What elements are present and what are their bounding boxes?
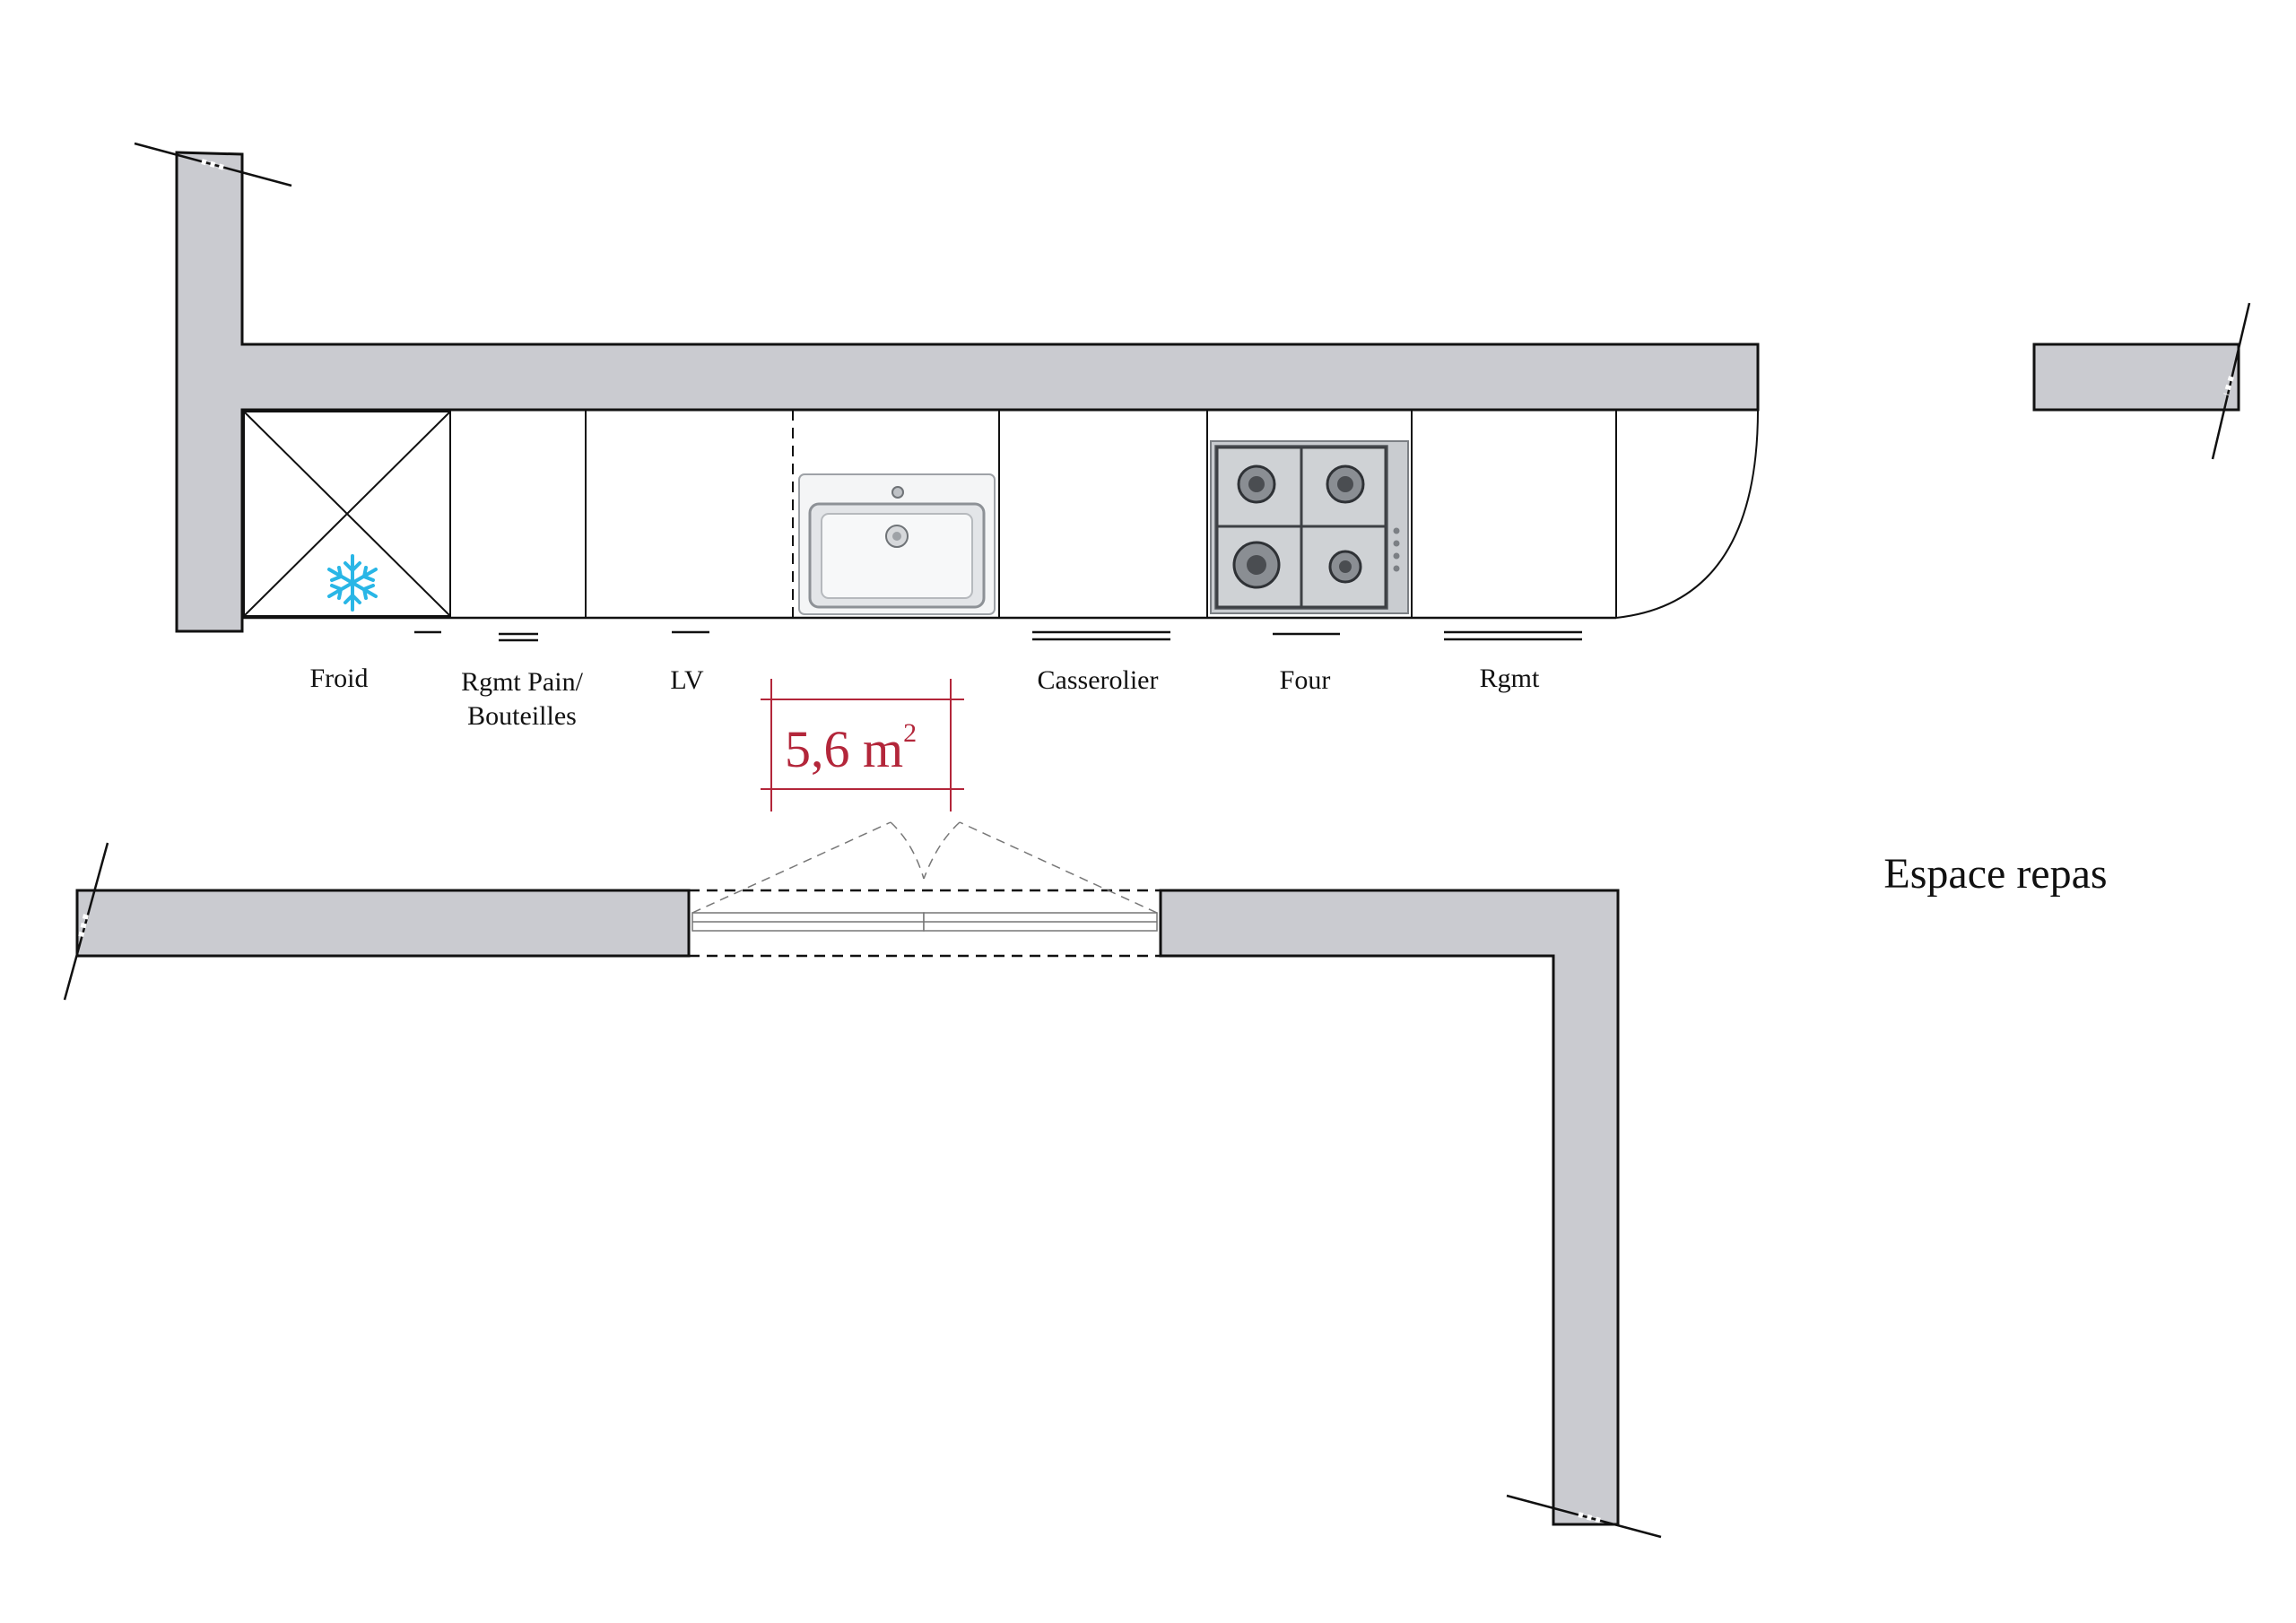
fridge-box (243, 411, 451, 617)
label-froid: Froid (309, 664, 368, 693)
door-swing-arc (1615, 409, 1759, 619)
double-door (689, 821, 1161, 958)
area-exponent: 2 (903, 718, 917, 748)
label-four: Four (1280, 665, 1331, 695)
top-right-wall (2032, 343, 2240, 412)
wall-break-dashes (78, 159, 2234, 1523)
label-rgmt: Rgmt (1480, 664, 1540, 693)
cabinet-handles (414, 630, 1582, 642)
bottom-right-wall (1159, 889, 1620, 1526)
kitchen-counter (242, 409, 1759, 620)
label-lv: LV (670, 665, 704, 695)
area-value: 5,6 m2 (785, 718, 917, 778)
label-bouteilles: Bouteilles (467, 701, 577, 731)
label-espace-repas: Espace repas (1883, 850, 2107, 898)
walls (75, 151, 2240, 1526)
area-indicator (761, 679, 964, 812)
area-number: 5,6 m (785, 720, 903, 778)
label-casserolier: Casserolier (1038, 665, 1159, 695)
cooktop-icon (1210, 440, 1409, 614)
bottom-left-wall (75, 889, 691, 958)
label-rgmt-pain: Rgmt Pain/ (461, 667, 584, 697)
sink-icon (798, 473, 996, 615)
snowflake-icon (327, 554, 378, 612)
